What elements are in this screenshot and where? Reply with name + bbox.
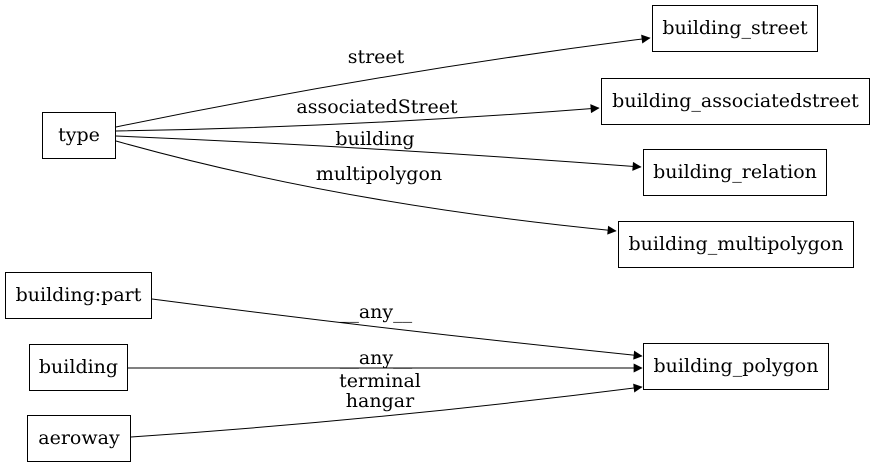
edge-aeroway-to-building-polygon [130,383,643,438]
node-building-multipolygon: building_multipolygon [618,221,854,268]
edge-type-to-building-associatedstreet [115,104,600,132]
edge-label-associatedstreet: associatedStreet [296,96,458,118]
edge-type-to-building-street [115,34,651,128]
node-building-relation: building_relation [643,149,827,196]
edge-type-to-building-relation [115,135,642,171]
node-building-polygon: building_polygon [643,343,829,390]
edge-type-to-building-multipolygon [115,140,617,235]
node-aeroway: aeroway [27,415,131,462]
edge-label-any-building: __any__ [339,347,413,369]
node-building-part: building:part [5,272,152,319]
edge-label-multipolygon: multipolygon [315,163,443,185]
edge-label-hangar: hangar [345,390,415,412]
node-building-associatedstreet: building_associatedstreet [601,78,870,125]
node-building: building [29,344,128,391]
edge-label-any-building-part: __any__ [339,301,413,323]
edge-label-terminal-hangar: terminal hangar [339,371,421,411]
edge-label-street: street [347,46,405,68]
edge-label-terminal: terminal [339,370,421,392]
node-building-street: building_street [652,5,818,52]
node-type: type [42,112,116,159]
edge-building-part-to-building-polygon [151,298,643,360]
edge-label-building: building [335,128,415,150]
